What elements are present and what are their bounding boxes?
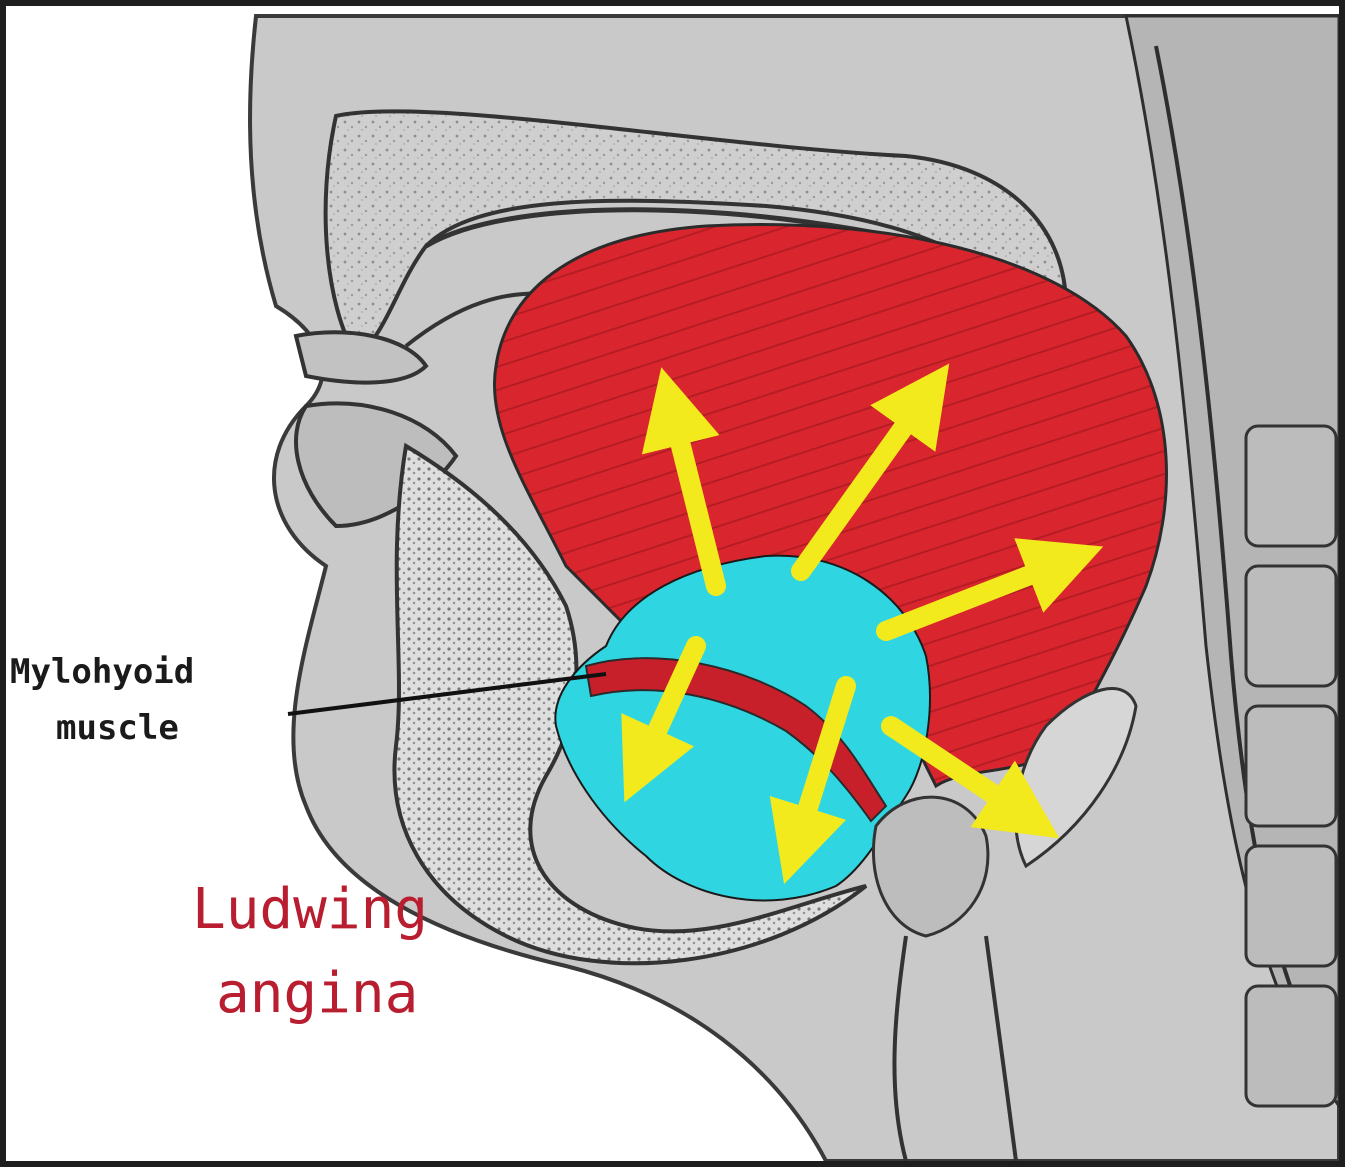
cervical-spine bbox=[1246, 426, 1336, 1106]
mylohyoid-label: Mylohyoid muscle bbox=[10, 644, 194, 756]
title-line1: Ludwing bbox=[192, 868, 428, 952]
mylohyoid-label-line1: Mylohyoid bbox=[10, 644, 194, 700]
mylohyoid-label-line2: muscle bbox=[10, 700, 194, 756]
title-line2: angina bbox=[192, 952, 428, 1036]
diagram-title: Ludwing angina bbox=[192, 868, 428, 1036]
